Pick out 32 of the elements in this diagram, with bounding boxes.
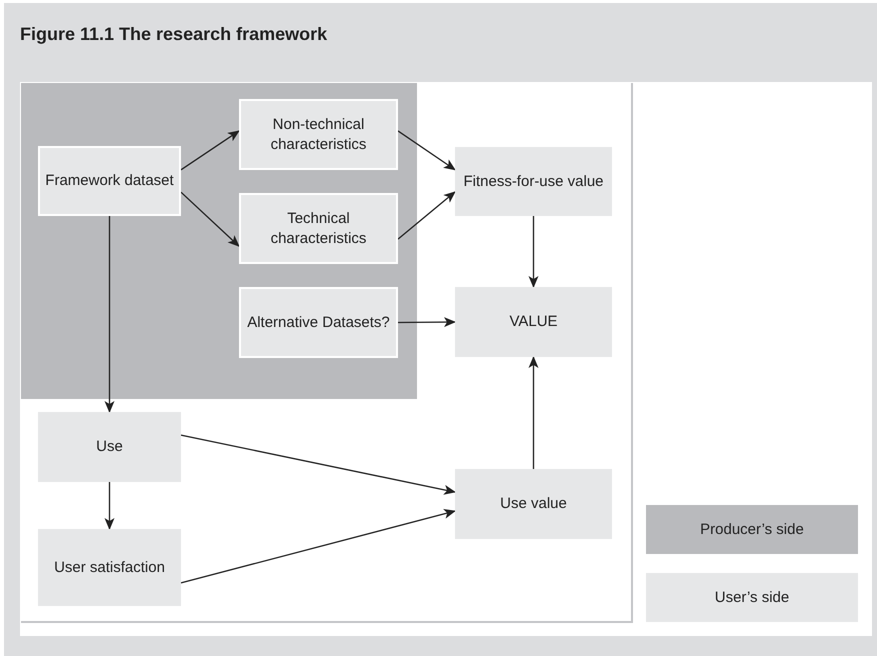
process-box <box>455 469 612 539</box>
arrow <box>104 216 114 413</box>
arrow <box>180 434 456 495</box>
arrow <box>398 191 456 240</box>
arrow <box>528 216 538 288</box>
process-box <box>239 193 398 264</box>
process-box <box>455 147 612 216</box>
arrow <box>180 508 456 584</box>
node-label: Non-technical characteristics <box>270 115 368 154</box>
process-box <box>239 99 398 170</box>
node-label: Framework dataset <box>45 171 174 191</box>
legend-label: Producer’s side <box>700 521 804 538</box>
process-box <box>455 287 612 357</box>
arrow <box>398 130 456 170</box>
arrow <box>180 130 240 170</box>
node-label: User satisfaction <box>54 558 165 578</box>
arrow <box>104 482 114 530</box>
legend-label: User’s side <box>714 589 790 606</box>
node-label: Alternative Datasets? <box>247 312 390 332</box>
node-label: Technical characteristics <box>270 209 368 248</box>
node-label: Fitness-for-use value <box>463 172 604 192</box>
process-box <box>239 287 398 358</box>
process-box <box>38 412 181 482</box>
arrow <box>528 356 538 469</box>
node-label: VALUE <box>509 312 558 332</box>
process-box <box>38 146 181 216</box>
process-box <box>38 529 181 606</box>
figure-title: Figure 11.1 The research framework <box>20 24 328 45</box>
node-label: Use <box>96 437 123 457</box>
node-label: Use value <box>500 494 567 514</box>
arrow <box>398 317 456 328</box>
arrow <box>180 192 240 247</box>
